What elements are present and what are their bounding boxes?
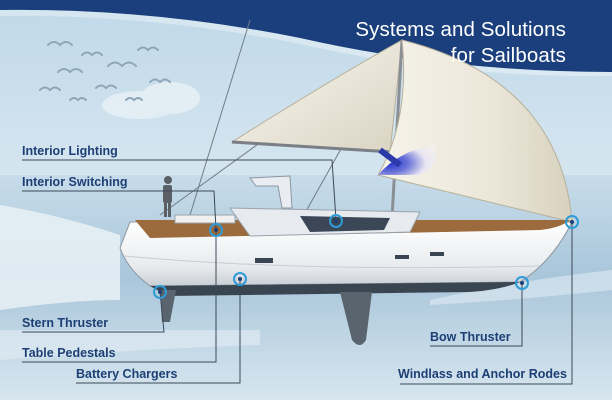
banner-swoosh [0,9,612,77]
deck [135,175,570,238]
hotspot-markers [153,214,579,299]
callout-interior-lighting[interactable]: Interior Lighting [22,144,118,158]
wake [0,205,612,360]
callout-battery-chargers[interactable]: Battery Chargers [76,367,178,381]
title-banner [0,0,612,72]
callout-bow-thruster[interactable]: Bow Thruster [430,330,511,344]
crew-figure [163,176,172,217]
title-line-2: for Sailboats [450,44,566,67]
leader-lines [22,159,573,385]
hull [119,221,573,296]
callout-windlass-and-anchor-rodes[interactable]: Windlass and Anchor Rodes [398,367,567,381]
seagulls [39,41,171,102]
keel-and-rudder [160,290,372,345]
callout-stern-thruster[interactable]: Stern Thruster [22,316,109,330]
title-line-1: Systems and Solutions [355,18,566,41]
jib [377,39,573,223]
callout-interior-switching[interactable]: Interior Switching [22,175,128,189]
callout-table-pedestals[interactable]: Table Pedestals [22,346,116,360]
